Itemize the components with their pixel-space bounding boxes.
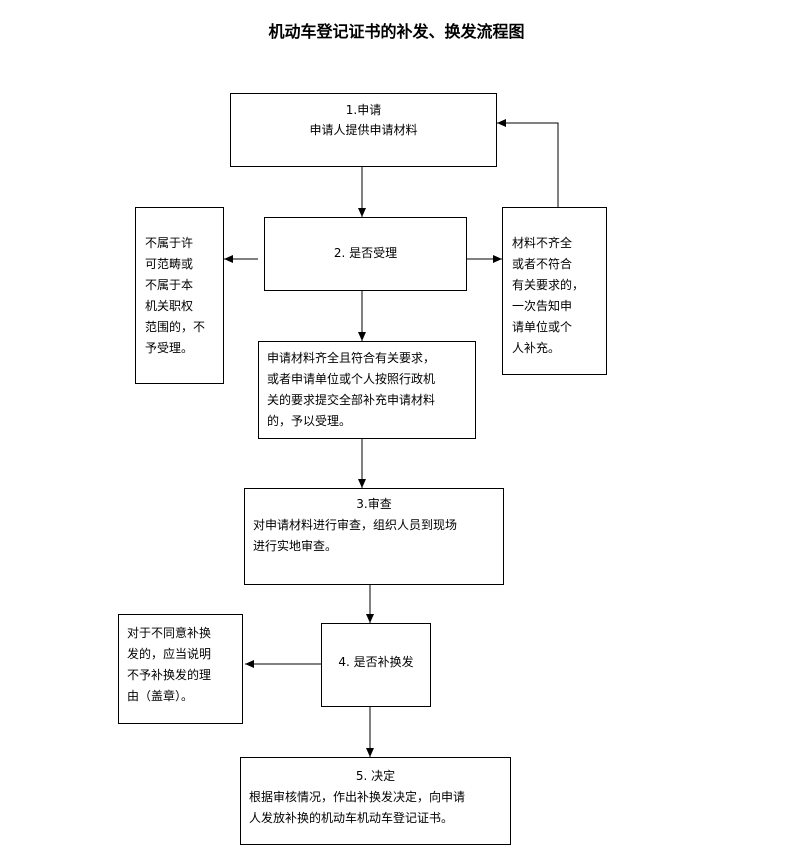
node-decision: 5. 决定 根据审核情况，作出补换发决定，向申请 人发放补换的机动车机动车登记证… <box>240 757 511 845</box>
node-review: 3.审查 对申请材料进行审查，组织人员到现场 进行实地审查。 <box>244 488 504 585</box>
node-supplement-line: 有关要求的， <box>512 278 585 292</box>
node-reject-line: 范围的，不 <box>145 320 206 334</box>
node-decision-line: 人发放补换的机动车机动车登记证书。 <box>249 811 454 825</box>
node-accepted-line: 申请材料齐全且符合有关要求， <box>267 351 436 365</box>
node-refuse-line: 不予补换发的理 <box>127 668 212 682</box>
node-apply: 1.申请 申请人提供申请材料 <box>230 93 497 167</box>
node-supplement: 材料不齐全 或者不符合 有关要求的， 一次告知申 请单位或个 人补充。 <box>502 207 607 375</box>
node-apply-heading: 1.申请 <box>345 103 382 117</box>
node-reissue-heading: 4. 是否补换发 <box>338 655 414 669</box>
node-reject-line: 予受理。 <box>145 341 194 355</box>
node-reissue: 4. 是否补换发 <box>321 623 431 707</box>
node-supplement-line: 请单位或个 <box>512 320 573 334</box>
node-supplement-line: 材料不齐全 <box>512 236 573 250</box>
arrow-supplement-to-apply <box>497 119 559 207</box>
node-accepted: 申请材料齐全且符合有关要求， 或者申请单位或个人按照行政机 关的要求提交全部补充… <box>258 341 476 439</box>
node-reject-line: 可范畴或 <box>145 257 194 271</box>
node-reject-line: 不属于本 <box>145 278 194 292</box>
node-accept: 2. 是否受理 <box>264 217 467 291</box>
page-title: 机动车登记证书的补发、换发流程图 <box>268 22 525 41</box>
node-refuse-line: 对于不同意补换 <box>127 626 212 640</box>
node-accepted-line: 关的要求提交全部补充申请材料 <box>267 393 436 407</box>
node-refuse-line: 由（盖章）。 <box>127 689 194 703</box>
node-refuse: 对于不同意补换 发的，应当说明 不予补换发的理 由（盖章）。 <box>118 614 243 724</box>
node-decision-heading: 5. 决定 <box>355 769 396 783</box>
node-reject-line: 不属于许 <box>145 236 194 250</box>
node-accepted-line: 的，予以受理。 <box>267 414 352 428</box>
node-reject-line: 机关职权 <box>145 299 194 313</box>
node-apply-text: 申请人提供申请材料 <box>309 123 418 137</box>
node-supplement-line: 或者不符合 <box>512 257 573 271</box>
node-supplement-line: 人补充。 <box>512 341 561 355</box>
node-review-heading: 3.审查 <box>356 497 392 511</box>
node-accepted-line: 或者申请单位或个人按照行政机 <box>267 372 436 386</box>
node-supplement-line: 一次告知申 <box>512 299 573 313</box>
node-review-line: 进行实地审查。 <box>253 539 338 553</box>
node-decision-line: 根据审核情况，作出补换发决定，向申请 <box>249 790 466 804</box>
node-accept-heading: 2. 是否受理 <box>333 246 398 260</box>
node-refuse-line: 发的，应当说明 <box>127 647 212 661</box>
node-review-line: 对申请材料进行审查，组织人员到现场 <box>253 518 458 532</box>
node-reject: 不属于许 可范畴或 不属于本 机关职权 范围的，不 予受理。 <box>135 207 224 384</box>
